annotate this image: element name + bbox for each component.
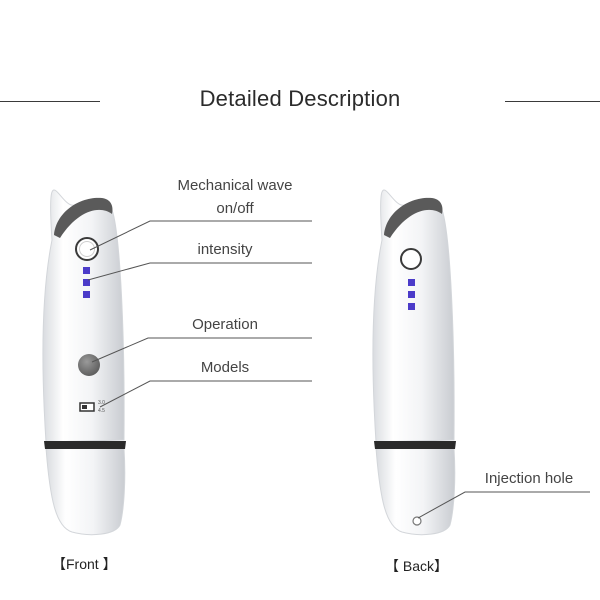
back-top-cap — [384, 197, 443, 238]
caption-front: 【Front 】 — [52, 556, 117, 572]
label-operation: Operation — [192, 316, 258, 333]
callout-line-intensity — [87, 262, 312, 281]
heading-line-left — [0, 101, 100, 102]
label-injection-hole: Injection hole — [484, 470, 574, 487]
back-device — [372, 189, 456, 536]
front-upper-body — [42, 189, 125, 443]
label-mechanical-wave: Mechanical wave — [177, 177, 293, 194]
label-on-off: on/off — [216, 200, 254, 217]
intensity-led-1 — [83, 267, 90, 274]
operation-knob-icon — [78, 354, 100, 376]
callout-line-operation — [91, 337, 312, 363]
switch-mark-bottom: 4.5 — [98, 408, 105, 414]
caption-back: 【 Back】 — [385, 558, 449, 574]
intensity-led-2 — [83, 279, 90, 286]
page-title: Detailed Description — [199, 86, 401, 111]
callout-line-power — [89, 220, 312, 251]
intensity-led-3 — [83, 291, 90, 298]
label-models: Models — [200, 359, 250, 376]
label-intensity: intensity — [197, 241, 253, 258]
back-power-button-icon — [400, 248, 422, 270]
back-upper-body — [372, 189, 455, 443]
switch-mark-top: 3.0 — [98, 400, 105, 406]
back-intensity-led-3 — [408, 303, 415, 310]
back-intensity-led-2 — [408, 291, 415, 298]
back-trim-ring — [374, 441, 456, 449]
front-top-cap — [54, 197, 113, 238]
callout-line-injection — [417, 491, 590, 519]
back-lower-body — [375, 447, 456, 536]
back-intensity-led-1 — [408, 279, 415, 286]
injection-hole-icon — [412, 516, 422, 526]
front-lower-body — [45, 447, 126, 536]
front-device: 3.0 4.5 — [42, 189, 126, 536]
callout-line-models — [99, 380, 312, 408]
heading-line-right — [505, 101, 600, 102]
front-trim-ring — [44, 441, 126, 449]
